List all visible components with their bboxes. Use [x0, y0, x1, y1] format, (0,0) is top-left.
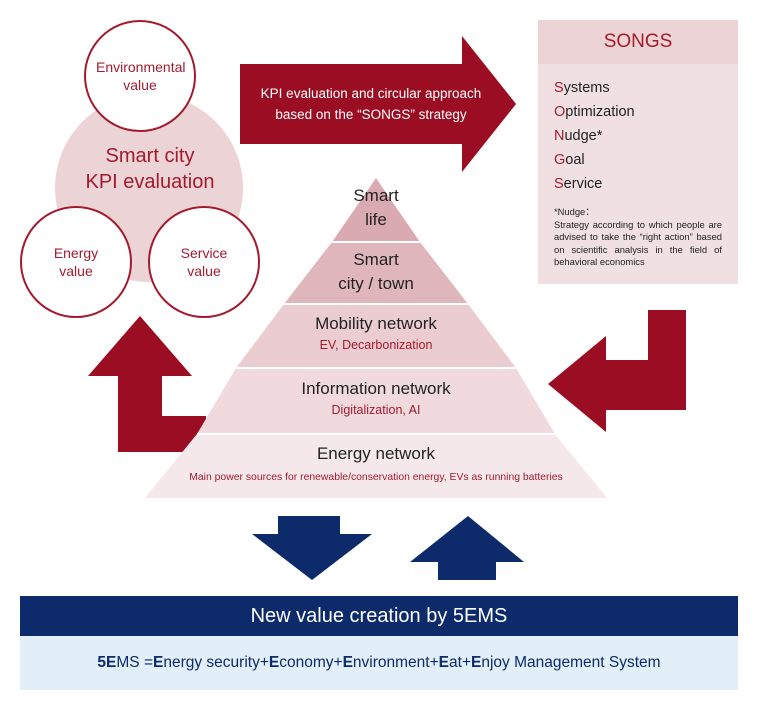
kpi-evaluation-label: Smart city KPI evaluation — [60, 143, 240, 195]
pyramid-layer-smart-life — [332, 178, 420, 242]
left-up-arrow — [88, 316, 206, 452]
formula-part: + — [461, 654, 472, 671]
nudge-footnote-title: *Nudge： — [554, 206, 595, 217]
songs-item: Nudge* — [554, 128, 603, 144]
kpi-label-line1: Smart city — [105, 145, 195, 167]
service-value-label: Service value — [180, 245, 228, 279]
pyramid-label-mobility: Mobility network EV, Decarbonization — [315, 314, 437, 352]
kpi-label-line2: KPI evaluation — [85, 171, 215, 193]
nudge-footnote-text: Strategy according to which people are a… — [554, 218, 722, 268]
songs-item: Service — [554, 176, 603, 192]
songs-title: SONGS — [538, 20, 738, 64]
formula-part: + — [429, 654, 439, 671]
pyramid-layer-mobility — [236, 304, 516, 368]
songs-list: Systems Optimization Nudge* Goal Service — [554, 76, 635, 196]
formula-part: Eat — [438, 654, 462, 671]
right-return-arrow — [548, 310, 686, 432]
songs-panel: SONGS Systems Optimization Nudge* Goal S… — [538, 20, 738, 284]
formula-part: + — [333, 654, 343, 671]
nudge-footnote: *Nudge： Strategy according to which peop… — [554, 206, 722, 269]
formula-part: Environment — [342, 654, 430, 671]
pyramid-layer-energy — [145, 434, 607, 498]
formula-part: Energy security — [153, 654, 260, 671]
top-arrow-line2: based on the “SONGS” strategy — [275, 107, 467, 122]
up-arrow — [410, 516, 524, 580]
formula-part: 5EMS = — [97, 654, 153, 671]
down-arrow — [252, 516, 372, 580]
service-value-circle: Service value — [148, 206, 260, 318]
pyramid-label-energy: Energy network Main power sources for re… — [189, 444, 563, 483]
pyramid-label-smart-city: Smart city / town — [338, 250, 414, 293]
songs-item: Systems — [554, 80, 610, 96]
top-right-arrow — [240, 36, 516, 172]
energy-value-circle: Energy value — [20, 206, 132, 318]
formula-part: Economy — [268, 654, 334, 671]
5ems-banner: New value creation by 5EMS — [20, 596, 738, 636]
banner-title: New value creation by 5EMS — [250, 604, 508, 627]
formula-part: Enjoy Management System — [471, 654, 661, 671]
top-arrow-line1: KPI evaluation and circular approach — [260, 86, 482, 101]
songs-item: Goal — [554, 152, 585, 168]
pyramid-label-information: Information network Digitalization, AI — [301, 379, 451, 417]
environmental-value-circle: Environmental value — [84, 20, 196, 132]
songs-item: Optimization — [554, 104, 635, 120]
pyramid-layer-information — [197, 368, 555, 434]
energy-value-label: Energy value — [53, 245, 99, 279]
environmental-value-label: Environmental value — [96, 59, 186, 93]
top-arrow-caption: KPI evaluation and circular approach bas… — [242, 83, 500, 125]
5ems-formula: 5EMS = Energy security + Economy + Envir… — [20, 636, 738, 690]
pyramid-label-smart-life: Smart life — [353, 186, 399, 229]
pyramid-layer-smart-city — [284, 242, 468, 304]
formula-part: + — [259, 654, 269, 671]
